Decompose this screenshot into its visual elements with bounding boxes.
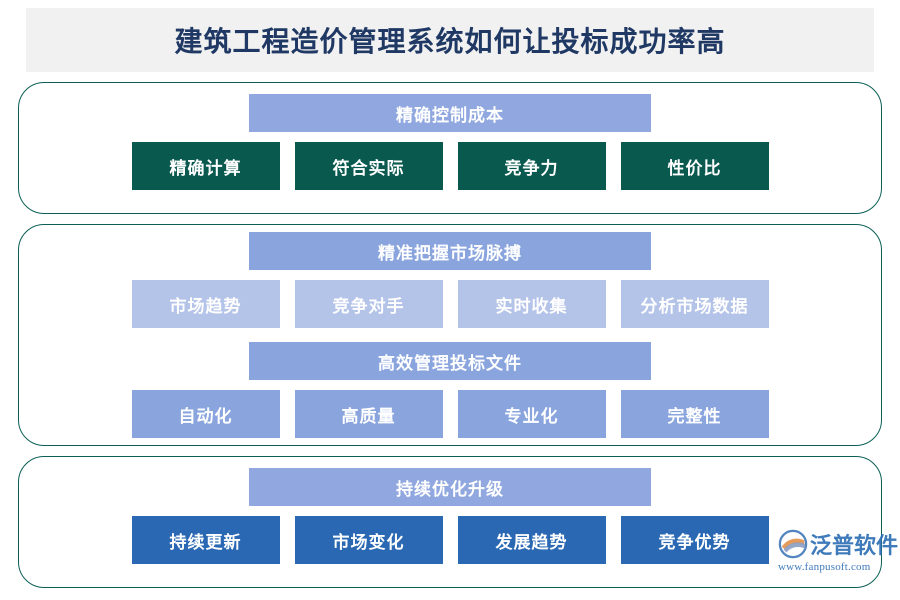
cost-control-panel: 精确控制成本 精确计算 符合实际 竞争力 性价比 bbox=[18, 82, 882, 214]
item-box[interactable]: 专业化 bbox=[457, 390, 606, 438]
item-box[interactable]: 分析市场数据 bbox=[620, 280, 769, 328]
group-cost-control: 精确控制成本 精确计算 符合实际 竞争力 性价比 bbox=[19, 94, 881, 190]
group-items-continuous-optimization: 持续更新 市场变化 发展趋势 竞争优势 bbox=[19, 516, 881, 564]
group-bid-documents: 高效管理投标文件 自动化 高质量 专业化 完整性 bbox=[19, 342, 881, 438]
item-box[interactable]: 符合实际 bbox=[294, 142, 443, 190]
item-box[interactable]: 性价比 bbox=[620, 142, 769, 190]
item-box[interactable]: 高质量 bbox=[294, 390, 443, 438]
group-continuous-optimization: 持续优化升级 持续更新 市场变化 发展趋势 竞争优势 bbox=[19, 468, 881, 564]
market-and-documents-panel: 精准把握市场脉搏 市场趋势 竞争对手 实时收集 分析市场数据 高效管理投标文件 … bbox=[18, 224, 882, 446]
title-banner: 建筑工程造价管理系统如何让投标成功率高 bbox=[26, 8, 874, 72]
item-box[interactable]: 竞争优势 bbox=[620, 516, 769, 564]
group-market-pulse: 精准把握市场脉搏 市场趋势 竞争对手 实时收集 分析市场数据 bbox=[19, 232, 881, 328]
item-box[interactable]: 发展趋势 bbox=[457, 516, 606, 564]
continuous-optimization-panel: 持续优化升级 持续更新 市场变化 发展趋势 竞争优势 bbox=[18, 456, 882, 588]
item-box[interactable]: 市场趋势 bbox=[131, 280, 280, 328]
item-box[interactable]: 完整性 bbox=[620, 390, 769, 438]
item-box[interactable]: 精确计算 bbox=[131, 142, 280, 190]
page-title: 建筑工程造价管理系统如何让投标成功率高 bbox=[174, 27, 726, 58]
group-items-market-pulse: 市场趋势 竞争对手 实时收集 分析市场数据 bbox=[19, 280, 881, 328]
group-header-continuous-optimization: 持续优化升级 bbox=[249, 468, 651, 506]
group-header-cost-control: 精确控制成本 bbox=[249, 94, 651, 132]
group-header-bid-documents: 高效管理投标文件 bbox=[249, 342, 651, 380]
group-items-cost-control: 精确计算 符合实际 竞争力 性价比 bbox=[19, 142, 881, 190]
item-box[interactable]: 竞争对手 bbox=[294, 280, 443, 328]
item-box[interactable]: 自动化 bbox=[131, 390, 280, 438]
group-items-bid-documents: 自动化 高质量 专业化 完整性 bbox=[19, 390, 881, 438]
item-box[interactable]: 持续更新 bbox=[131, 516, 280, 564]
item-box[interactable]: 实时收集 bbox=[457, 280, 606, 328]
group-header-market-pulse: 精准把握市场脉搏 bbox=[249, 232, 651, 270]
item-box[interactable]: 市场变化 bbox=[294, 516, 443, 564]
item-box[interactable]: 竞争力 bbox=[457, 142, 606, 190]
